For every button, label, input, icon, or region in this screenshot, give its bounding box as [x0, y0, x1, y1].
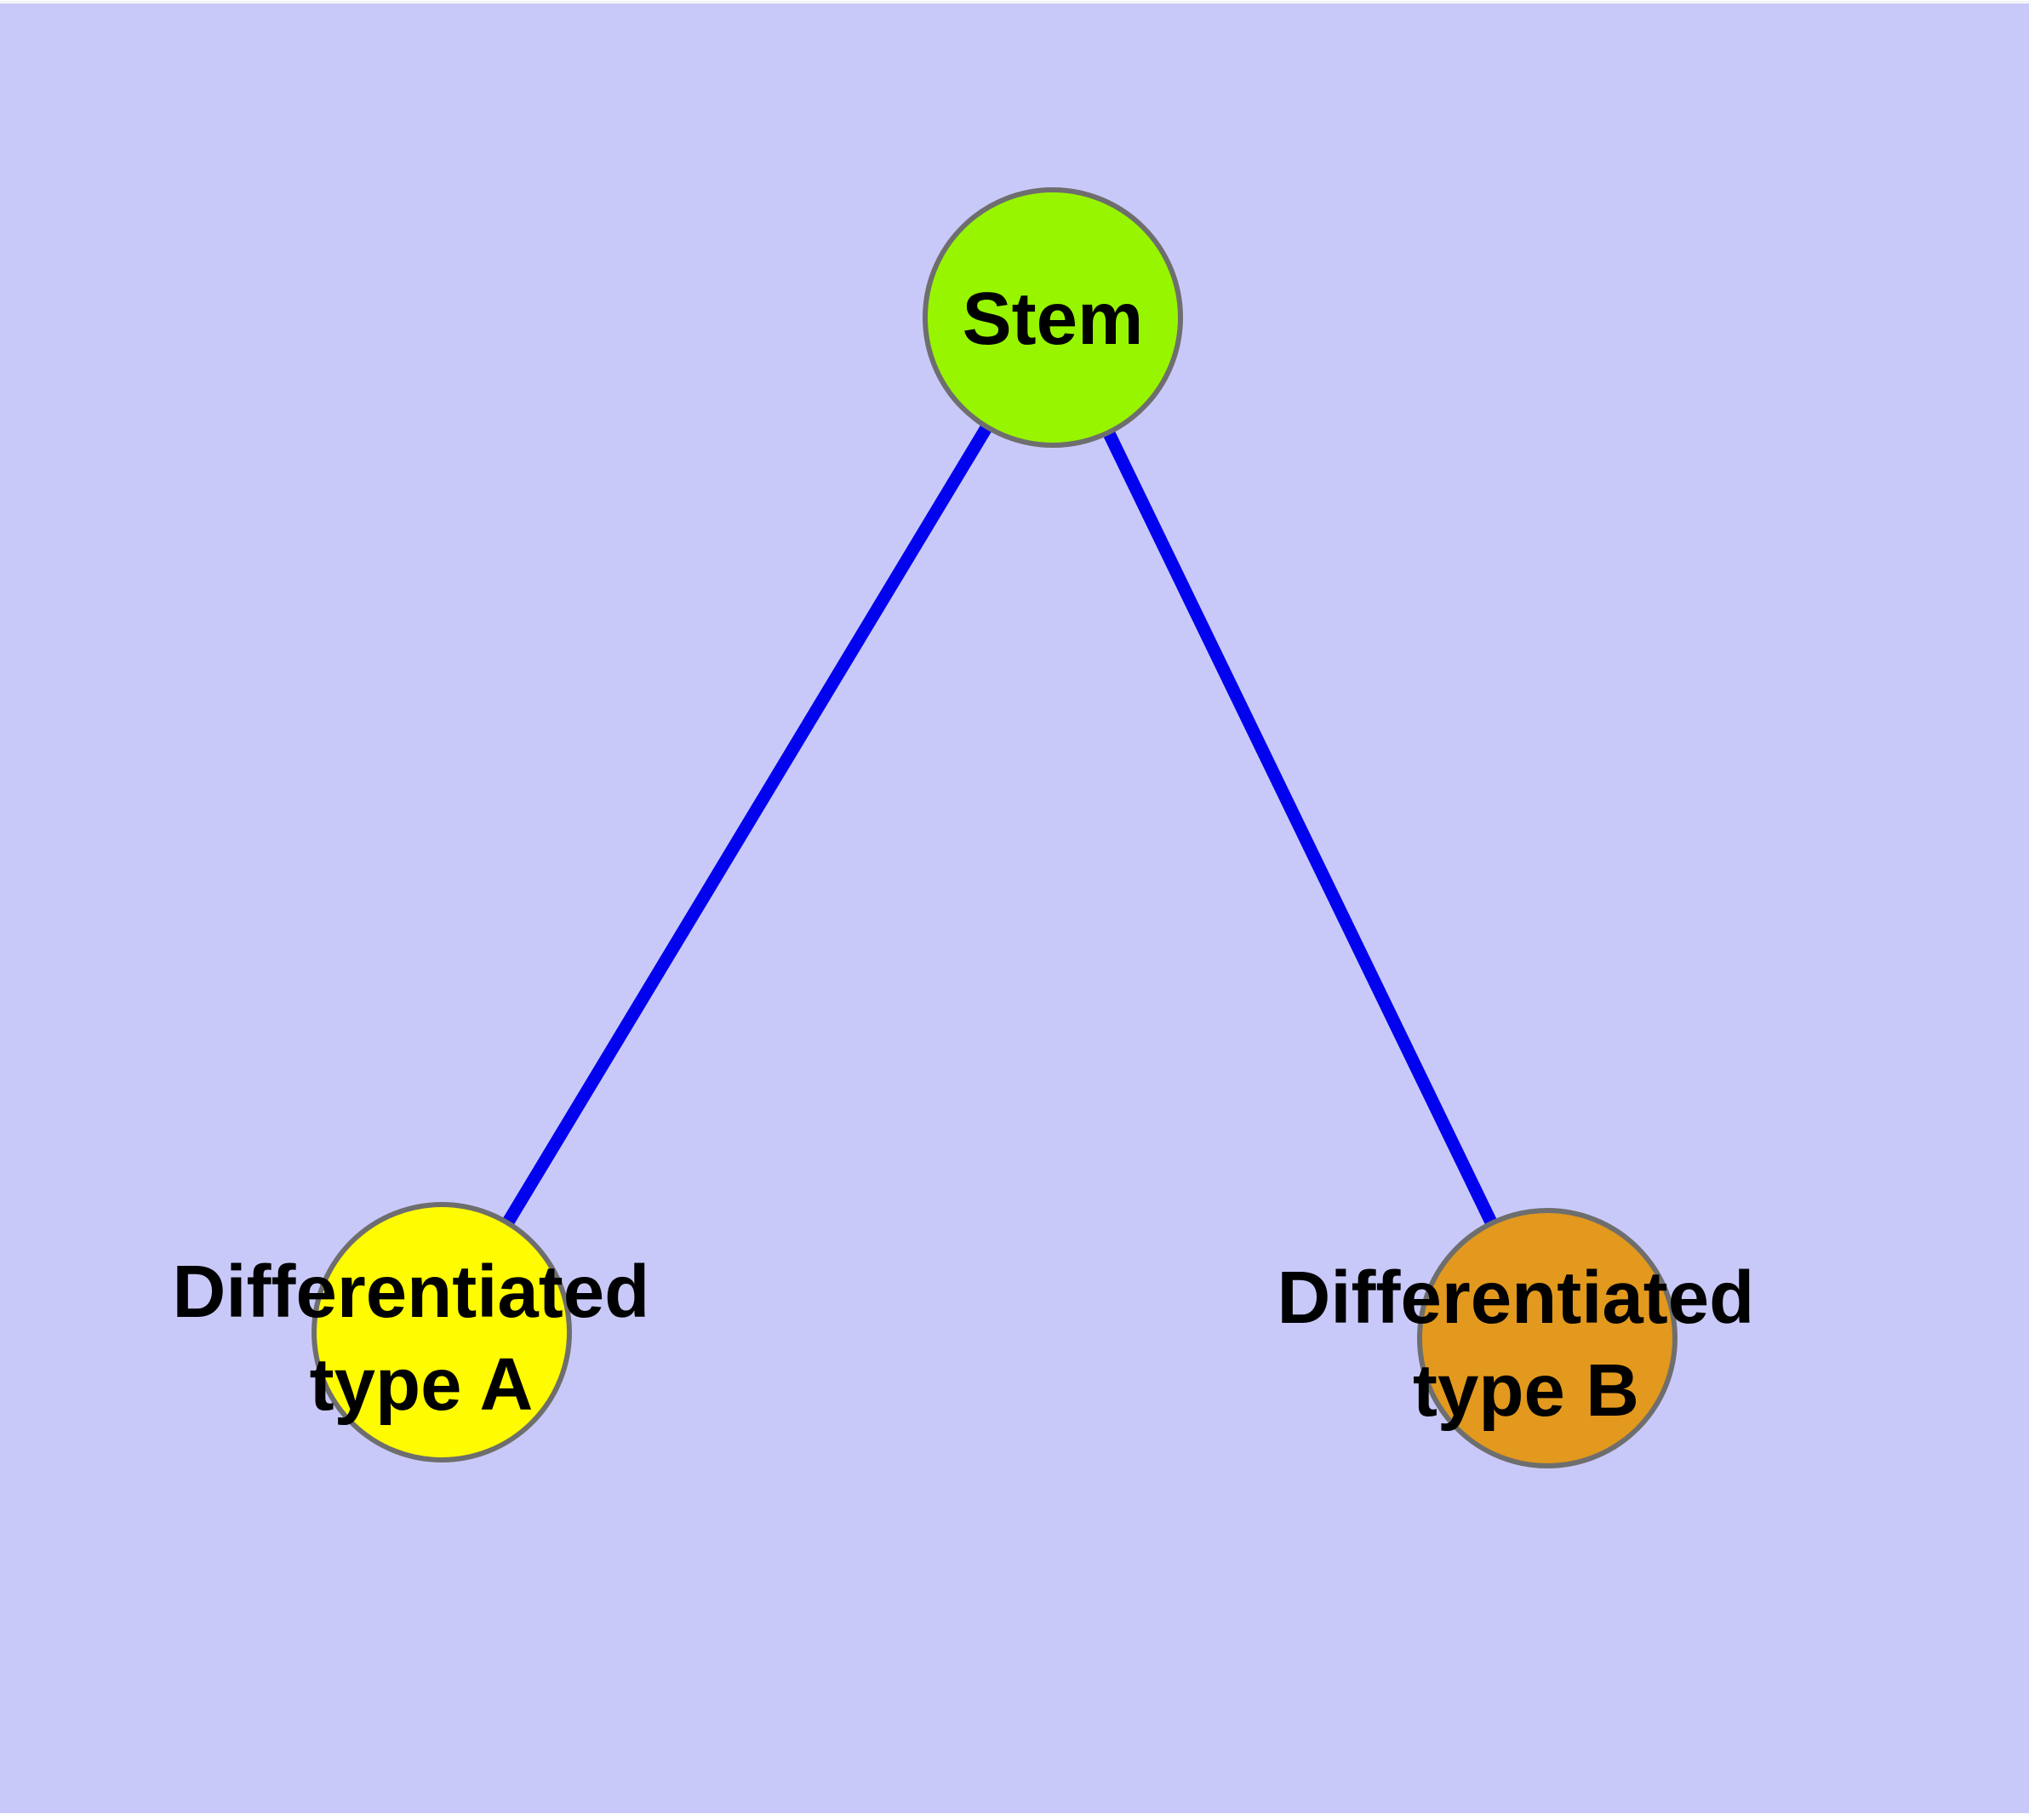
- node-type-a-label-line1: Differentiated: [173, 1251, 650, 1333]
- node-type-b-label-line1: Differentiated: [1277, 1256, 1755, 1339]
- node-type-a-label-line2: type A: [310, 1343, 534, 1426]
- node-type-a-circle: [311, 1202, 572, 1462]
- node-type-a-label: Differentiated type A: [173, 1251, 671, 1426]
- node-stem-circle: [923, 187, 1183, 448]
- node-type-b-label-line2: type B: [1413, 1349, 1639, 1432]
- node-type-b-circle: [1417, 1208, 1677, 1468]
- edge-stem-to-type-a: [436, 314, 1059, 1336]
- node-stem-label: Stem: [963, 278, 1144, 360]
- node-type-b-label: Differentiated type B: [1277, 1256, 1775, 1432]
- edge-stem-to-type-b: [1047, 314, 1553, 1342]
